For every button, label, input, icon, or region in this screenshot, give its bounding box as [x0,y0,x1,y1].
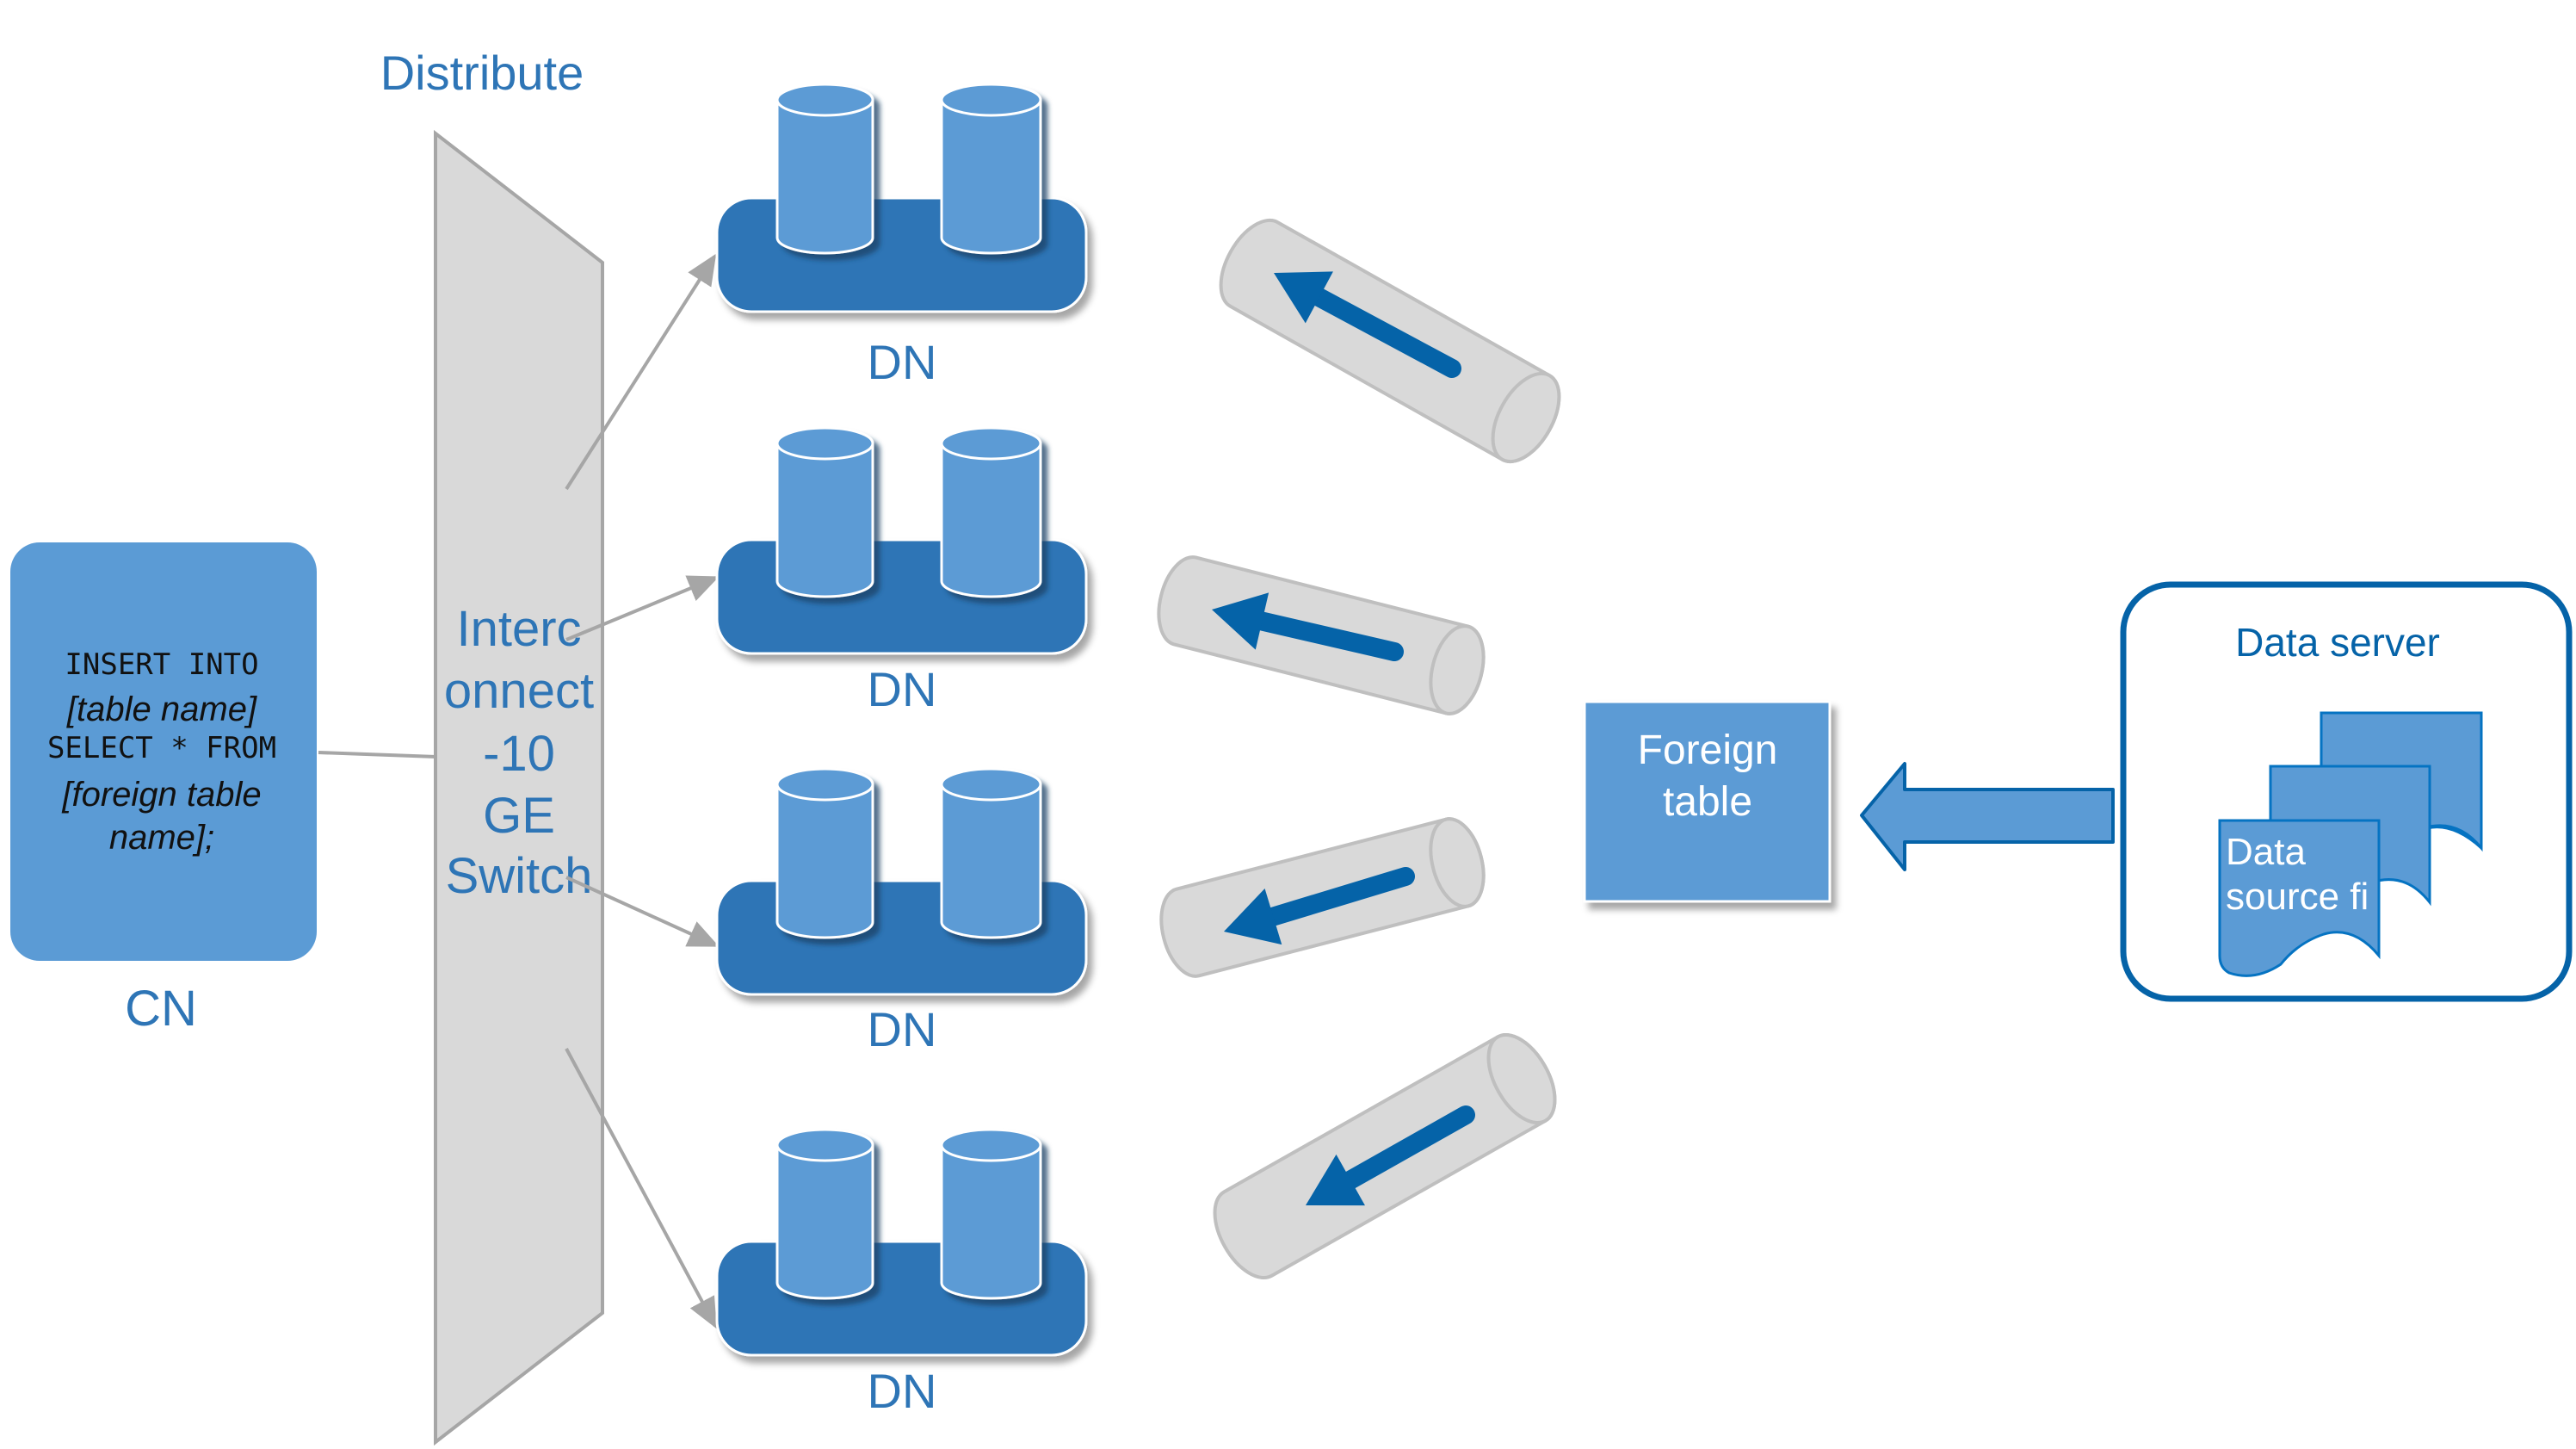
sql-line: [table name] [66,690,257,728]
cn-label: CN [125,981,197,1037]
switch-dn3-arrow [565,876,720,947]
cylinder-icon [940,767,1042,939]
pipe-icon [1213,1032,1557,1280]
cn-node: INSERT INTO [table name] SELECT * FROM [… [10,542,317,1037]
dn-label: DN [868,662,937,716]
switch-label-line: Interc [456,601,581,657]
dn-label: DN [868,335,937,389]
data-node: DN [715,426,1088,716]
cylinder-icon [775,83,874,255]
data-nodes: DN DN DN DN [715,83,1088,1418]
switch-shape [434,129,604,1446]
data-node: DN [715,1128,1088,1418]
cn-box [10,542,317,961]
data-server: Data server Data source fi [2120,581,2573,1002]
arrow-left-icon [1860,762,2115,871]
foreign-table-label-line: table [1663,779,1752,825]
pipe-icon [1219,218,1561,464]
dn-label: DN [868,1364,937,1418]
document-stack-icon: Data source fi [2218,711,2483,977]
sql-line: name]; [109,819,214,857]
cylinder-icon [775,1128,874,1300]
data-node: DN [715,83,1088,389]
arrow-left-icon [1306,1105,1475,1206]
sql-line: [foreign table [61,776,261,814]
switch-label-line: onnect [444,663,594,719]
data-source-file-label-line: source fi [2226,876,2369,918]
foreign-table: Foreign table [1583,700,1832,903]
cylinder-icon [940,83,1042,255]
cylinder-icon [775,767,874,939]
foreign-table-box [1583,700,1832,903]
pipe-icon [1157,555,1486,715]
data-server-label: Data server [2235,620,2440,665]
arrow-left-icon [1212,592,1404,661]
pipe-icon [1159,817,1486,978]
cn-switch-connector [318,751,437,759]
interconnect-switch: Distribute Interc onnect -10 GE Switch [380,46,604,1446]
pipe-end-cap [1491,371,1561,464]
arrow-left-icon [1224,867,1415,945]
switch-dn1-arrow [565,253,717,491]
dn-label: DN [868,1002,937,1056]
data-source-file-label-line: Data [2226,831,2306,873]
switch-label-line: -10 [483,726,555,782]
arrow-left-icon [1274,271,1461,378]
cylinder-icon [775,426,874,598]
switch-dn4-arrow [565,1048,717,1329]
data-node: DN [715,767,1088,1056]
distribute-label: Distribute [380,46,584,100]
data-pipes [1157,218,1561,1280]
cylinder-icon [940,1128,1042,1300]
cylinder-icon [940,426,1042,598]
document-icon [2218,819,2381,977]
switch-dn2-arrow [565,575,720,641]
switch-label-line: GE [483,788,555,844]
foreign-table-label-line: Foreign [1638,728,1778,773]
sql-line: SELECT * FROM [47,731,276,765]
pipe-end-cap [1486,1032,1557,1125]
pipe-end-cap [1429,624,1486,715]
pipe-end-cap [1429,817,1486,908]
switch-label-line: Switch [446,848,593,904]
sql-line: INSERT INTO [65,647,258,682]
